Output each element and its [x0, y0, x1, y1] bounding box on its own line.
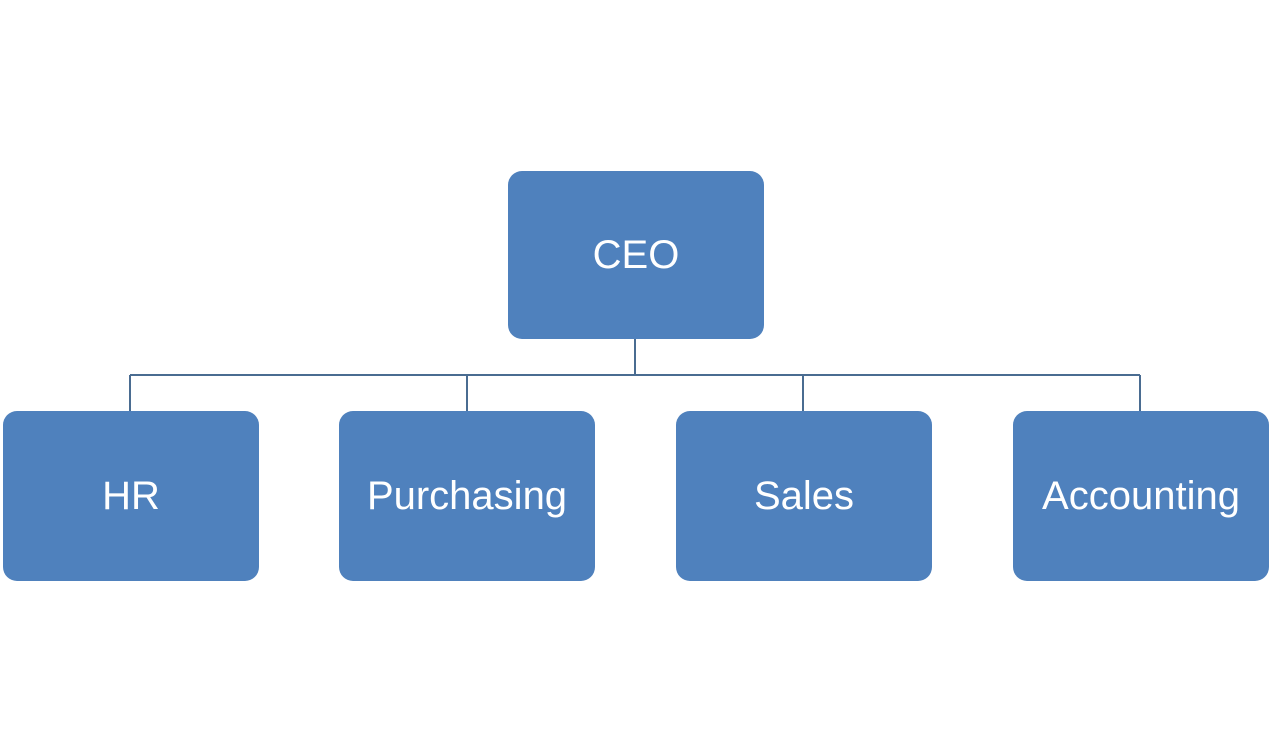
node-accounting-label: Accounting	[1042, 473, 1240, 518]
node-ceo: CEO	[508, 171, 764, 339]
node-hr: HR	[3, 411, 259, 581]
node-purchasing-label: Purchasing	[366, 473, 568, 518]
node-hr-label: HR	[102, 473, 160, 518]
node-accounting: Accounting	[1013, 411, 1269, 581]
node-sales-label: Sales	[753, 473, 855, 518]
node-purchasing: Purchasing	[339, 411, 595, 581]
node-sales: Sales	[676, 411, 932, 581]
node-ceo-label: CEO	[592, 232, 680, 277]
